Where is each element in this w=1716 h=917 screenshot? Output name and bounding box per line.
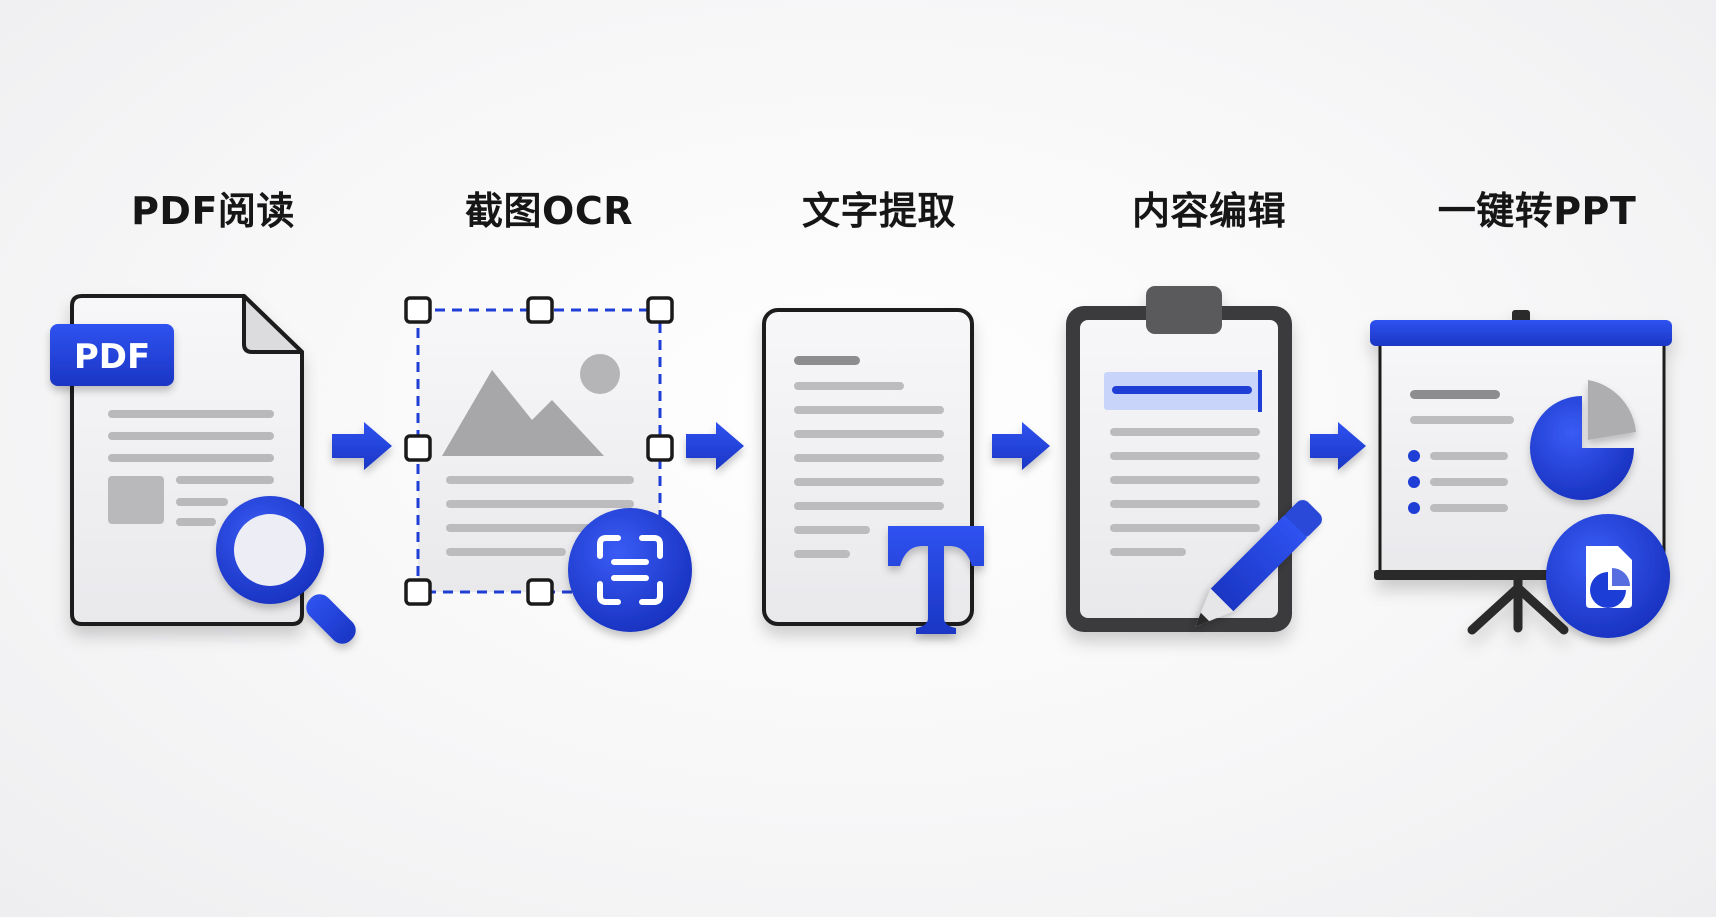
text-t-icon xyxy=(888,526,984,634)
magnifier-icon xyxy=(216,496,356,644)
pdf-badge: PDF xyxy=(50,324,174,386)
clipboard-text-lines xyxy=(1110,428,1260,556)
step-title-text-extract: 文字提取 xyxy=(801,189,956,233)
scan-badge-icon xyxy=(568,508,692,632)
step-title-content-edit: 内容编辑 xyxy=(1131,189,1286,233)
arrow-right-icon xyxy=(992,422,1050,470)
step-title-pdf-read: PDF阅读 xyxy=(131,189,295,233)
screenshot-ocr-icon xyxy=(404,296,674,606)
clipboard-highlight xyxy=(1104,370,1262,412)
pie-chart-icon xyxy=(1530,380,1636,500)
ppt-badge-icon xyxy=(1546,514,1670,638)
step-title-to-ppt: 一键转PPT xyxy=(1437,189,1637,233)
arrow-right-icon xyxy=(1310,422,1366,470)
pencil-icon xyxy=(1195,500,1322,627)
arrow-right-icon xyxy=(332,422,392,470)
text-lines xyxy=(794,356,944,558)
arrow-right-icon xyxy=(686,422,744,470)
slide-content xyxy=(1408,390,1514,514)
pdf-text-lines xyxy=(108,410,274,526)
svg-text:PDF: PDF xyxy=(74,337,150,377)
step-title-screenshot-ocr: 截图OCR xyxy=(465,189,633,233)
